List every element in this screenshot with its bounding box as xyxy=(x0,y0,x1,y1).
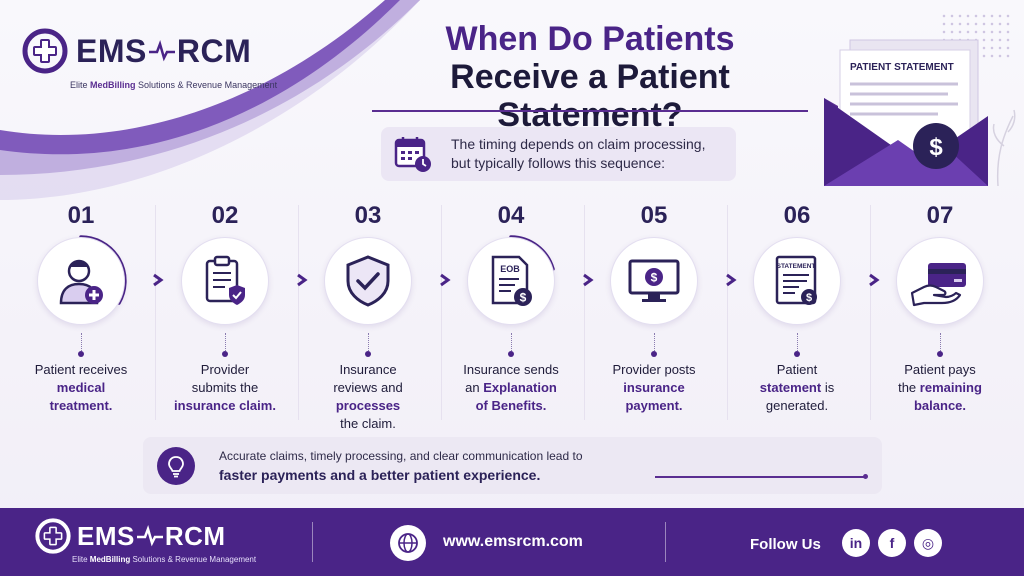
banner-line-2: faster payments and a better patient exp… xyxy=(219,467,541,483)
step-divider xyxy=(441,205,442,420)
step-4: 04 EOB $ Insurance sends an Explanation xyxy=(441,195,581,415)
timeline-steps: 01 Patient receives medical treatm xyxy=(0,195,1024,433)
step-description: Provider posts insurance payment. xyxy=(612,362,696,413)
chevron-right-icon xyxy=(726,273,737,287)
heartbeat-icon xyxy=(136,525,163,547)
decorative-swoosh xyxy=(0,0,420,200)
lightbulb-icon xyxy=(157,447,195,485)
footer: EMS RCM Elite MedBilling Solutions & Rev… xyxy=(0,508,1024,576)
chevron-right-icon xyxy=(153,273,164,287)
footer-divider xyxy=(665,522,666,562)
step-number: 06 xyxy=(783,202,811,229)
footer-brand-wordmark: EMS RCM xyxy=(77,520,226,551)
step-divider xyxy=(298,205,299,420)
step-1: 01 Patient receives medical treatm xyxy=(11,195,151,415)
hand-card-icon xyxy=(910,263,966,307)
step-divider xyxy=(727,205,728,420)
step-description: Patient statement is generated. xyxy=(759,362,835,413)
footer-brand-logo: EMS RCM xyxy=(35,518,226,554)
step-description: Insurance reviews and processes the clai… xyxy=(333,362,403,431)
statement-label: STATEMENT xyxy=(777,263,816,270)
page-title: When Do Patients Receive a Patient State… xyxy=(360,20,820,134)
linkedin-icon[interactable]: in xyxy=(842,529,870,557)
brand-name-left: EMS xyxy=(76,32,147,69)
callout-line-2: but typically follows this sequence: xyxy=(451,155,665,171)
shield-check-icon xyxy=(346,255,390,307)
step-divider xyxy=(870,205,871,420)
chevron-right-icon xyxy=(869,273,880,287)
intro-callout: The timing depends on claim processing, … xyxy=(381,127,736,181)
dollar-icon: $ xyxy=(651,271,658,285)
eob-document-icon: EOB $ xyxy=(491,255,532,306)
chevron-right-icon xyxy=(583,273,594,287)
patient-statement-envelope-illustration: PATIENT STATEMENT $ xyxy=(824,39,1016,187)
step-divider xyxy=(584,205,585,420)
step-7: 07 Patient pays the remaining balance. xyxy=(870,195,1010,415)
follow-us-label: Follow Us xyxy=(750,536,821,553)
step-3: 03 Insurance reviews and processes the c… xyxy=(298,195,438,433)
step-description: Insurance sends an Explanation of Benefi… xyxy=(463,362,559,413)
heartbeat-icon xyxy=(148,40,175,62)
patient-medical-icon xyxy=(59,259,103,305)
step-6: 06 STATEMENT $ Patient statement is gene… xyxy=(727,195,867,415)
footer-divider xyxy=(312,522,313,562)
brand-logo: EMS RCM xyxy=(22,28,251,74)
step-number: 02 xyxy=(211,202,239,229)
chevron-right-icon xyxy=(297,273,308,287)
banner-line-1: Accurate claims, timely processing, and … xyxy=(219,449,583,463)
step-number: 03 xyxy=(354,202,382,229)
monitor-dollar-icon: $ xyxy=(628,259,680,302)
step-description: Patient pays the remaining balance. xyxy=(898,362,982,413)
step-number: 01 xyxy=(67,202,95,229)
step-5: 05 $ Provider posts insurance payment. xyxy=(584,195,724,415)
clipboard-shield-icon xyxy=(205,255,245,305)
banner-underline xyxy=(655,474,868,479)
calendar-clock-icon xyxy=(394,137,431,172)
step-description: Patient receives medical treatment. xyxy=(34,362,128,413)
dollar-icon: $ xyxy=(806,292,812,304)
instagram-icon[interactable]: ◎ xyxy=(914,529,942,557)
facebook-icon[interactable]: f xyxy=(878,529,906,557)
brand-wordmark: EMS RCM xyxy=(76,33,251,70)
callout-line-1: The timing depends on claim processing, xyxy=(451,136,706,152)
footer-tagline: Elite MedBilling Solutions & Revenue Man… xyxy=(72,555,257,564)
dollar-icon: $ xyxy=(520,291,527,305)
step-divider xyxy=(155,205,156,420)
statement-document-icon: STATEMENT $ xyxy=(775,255,817,305)
step-number: 07 xyxy=(926,202,954,229)
globe-icon xyxy=(390,525,426,561)
title-line-1: When Do Patients xyxy=(445,20,735,58)
step-2: 02 Provider submits the insurance claim. xyxy=(155,195,295,415)
summary-banner: Accurate claims, timely processing, and … xyxy=(143,437,882,494)
chevron-right-icon xyxy=(440,273,451,287)
step-number: 05 xyxy=(640,202,668,229)
step-number: 04 xyxy=(497,202,525,229)
brand-name-right: RCM xyxy=(176,32,252,69)
envelope-doc-title: PATIENT STATEMENT xyxy=(850,62,954,73)
dollar-icon: $ xyxy=(929,134,943,161)
medical-cross-logo-icon xyxy=(35,518,71,554)
title-underline xyxy=(372,110,808,112)
eob-label: EOB xyxy=(500,264,520,274)
website-link[interactable]: www.emsrcm.com xyxy=(443,533,583,550)
title-line-2: Receive a Patient Statement? xyxy=(450,58,730,134)
step-description: Provider submits the insurance claim. xyxy=(174,362,276,413)
brand-tagline: Elite MedBilling Solutions & Revenue Man… xyxy=(70,80,278,90)
medical-cross-logo-icon xyxy=(22,28,68,74)
callout-text: The timing depends on claim processing, … xyxy=(451,135,705,173)
